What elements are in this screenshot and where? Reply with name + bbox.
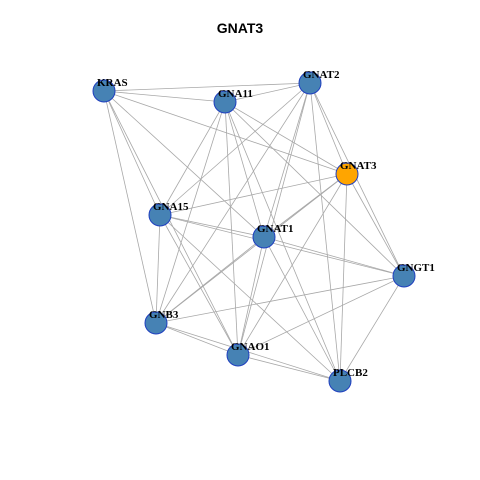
edge-gna11-gnat2 [224, 82, 311, 103]
edges-layer [103, 82, 405, 382]
edge-gnat3-gna15 [159, 173, 348, 216]
node-gnao1[interactable] [226, 343, 250, 367]
edge-gna15-gnao1 [159, 214, 239, 356]
edge-gna11-gnat3 [224, 101, 348, 175]
labels-layer: KRAS GNAT2GNA11GNAT3GNA15GNAT1GNGT1GNB3GN… [97, 69, 435, 379]
node-label-gnat1: GNAT1 [257, 223, 293, 235]
node-gna15[interactable] [148, 203, 172, 227]
node-label-gnat2: GNAT2 [303, 69, 340, 81]
node-gnat3[interactable] [335, 162, 359, 186]
edge-gna15-gnat1 [159, 214, 265, 238]
node-label-gngt1: GNGT1 [397, 262, 435, 274]
node-label-gna15: GNA15 [153, 201, 189, 213]
node-kras[interactable] [92, 79, 116, 103]
node-label-plcb2: PLCB2 [333, 367, 368, 379]
edge-kras-gnat2 [103, 82, 311, 92]
edge-gna11-gnb3 [155, 101, 226, 324]
node-gnb3[interactable] [144, 311, 168, 335]
node-label-gna11: GNA11 [218, 88, 253, 100]
node-label-gnao1: GNAO1 [231, 341, 270, 353]
edge-gngt1-plcb2 [339, 275, 405, 382]
edge-gna11-plcb2 [224, 101, 341, 382]
edge-gnat3-gnao1 [237, 173, 348, 356]
node-gnat1[interactable] [252, 225, 276, 249]
edge-gnat2-plcb2 [309, 82, 341, 382]
edge-gnat3-gnb3 [155, 173, 348, 324]
edge-gna11-gnat1 [224, 101, 265, 238]
node-label-kras: KRAS [97, 77, 128, 89]
node-gngt1[interactable] [392, 264, 416, 288]
node-gna11[interactable] [213, 90, 237, 114]
edge-gna15-gngt1 [159, 214, 405, 277]
edge-kras-gnat3 [103, 90, 348, 175]
edge-gnat1-plcb2 [263, 236, 341, 382]
edge-gna15-gnb3 [155, 214, 161, 324]
node-label-gnat3: GNAT3 [340, 160, 377, 172]
edge-gnb3-gngt1 [155, 275, 405, 324]
edge-gnat2-gnat3 [309, 82, 348, 175]
edge-gnat1-gnao1 [237, 236, 265, 356]
edge-gnao1-gngt1 [237, 275, 405, 356]
edge-gnat2-gnao1 [237, 82, 311, 356]
graph-title: GNAT3 [216, 20, 264, 36]
edge-gnao1-plcb2 [237, 354, 341, 382]
edge-gnat3-plcb2 [339, 173, 348, 382]
edge-kras-gnat1 [103, 90, 265, 238]
edge-gnat3-gngt1 [346, 173, 405, 277]
edge-gnat1-gnb3 [155, 236, 265, 324]
edge-gnat1-gngt1 [263, 236, 405, 277]
edge-gna11-gna15 [159, 101, 226, 216]
edge-kras-gnao1 [103, 90, 239, 356]
edge-kras-gna11 [103, 90, 226, 103]
edge-gna11-gnao1 [224, 101, 239, 356]
nodes-layer [92, 71, 416, 393]
node-label-gnb3: GNB3 [149, 309, 179, 321]
node-plcb2[interactable] [328, 369, 352, 393]
edge-kras-gna15 [103, 90, 161, 216]
edge-gnb3-gnao1 [155, 322, 239, 356]
edge-gna15-plcb2 [159, 214, 341, 382]
edge-gnat2-gnat1 [263, 82, 311, 238]
edge-gnat2-gnb3 [155, 82, 311, 324]
edge-kras-gnb3 [103, 90, 157, 324]
edge-gnat2-gna15 [159, 82, 311, 216]
node-gnat2[interactable] [298, 71, 322, 95]
edge-gna11-gngt1 [224, 101, 405, 277]
